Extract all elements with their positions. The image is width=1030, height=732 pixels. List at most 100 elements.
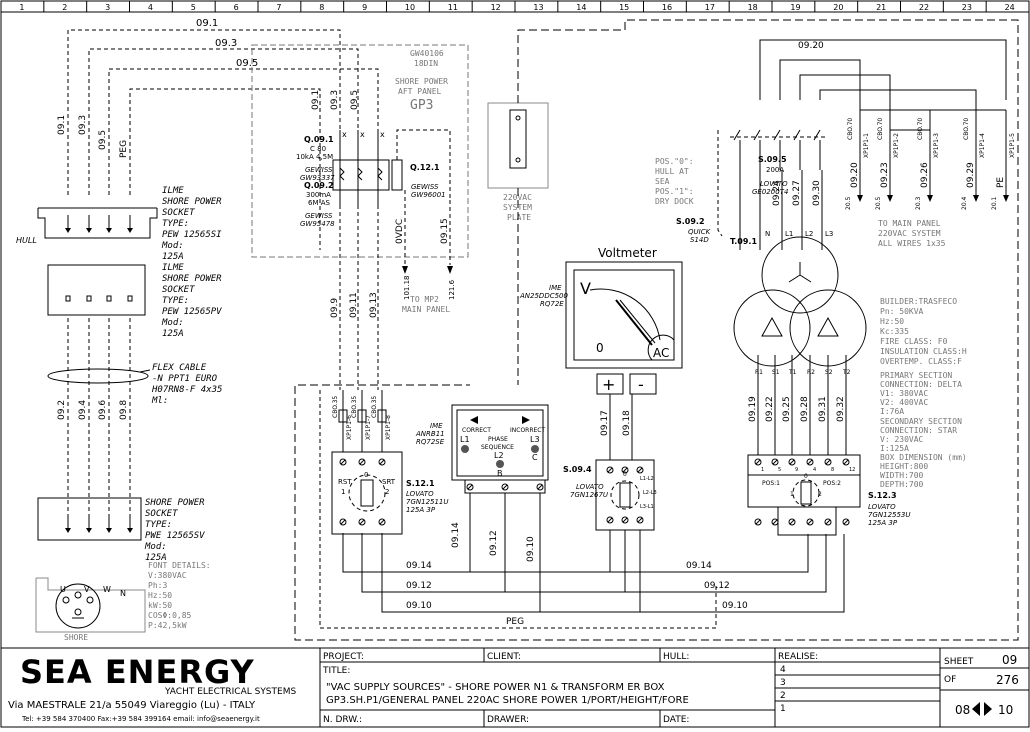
- company-contact: Tel: +39 584 370400 Fax:+39 584 399164 e…: [21, 715, 260, 723]
- terminal-screw: [788, 458, 796, 466]
- wire-label-09-17: 09.17: [600, 410, 610, 436]
- grid-col-11: 11: [448, 3, 458, 12]
- s121-brand: LOVATO: [406, 490, 434, 498]
- position-text: DRY DOCK: [655, 197, 694, 206]
- terminal-slot: [607, 467, 613, 473]
- voltmeter-scale: [589, 288, 661, 341]
- phase-led-l2: [496, 460, 504, 468]
- terminal-slot: [622, 517, 628, 523]
- tr-term: T2: [842, 369, 851, 376]
- s121-pos-1: 1: [341, 488, 345, 496]
- tr-sec-label: 09.22: [765, 396, 775, 422]
- tb-rev-1-label: 1: [780, 704, 786, 714]
- s121-pos-0: 0: [364, 471, 368, 479]
- q121-tag: Q.12.1: [410, 163, 440, 172]
- t091-tag: T.09.1: [730, 237, 757, 246]
- title-block: SEA ENERGY YACHT ELECTRICAL SYSTEMS Via …: [1, 647, 1029, 727]
- socket-pin-arrow: [106, 528, 112, 533]
- pin-label-u: U: [60, 585, 66, 594]
- text-line: 125A: [162, 329, 184, 339]
- terminal-slot: [825, 459, 831, 465]
- socket-wire-label-3: 09.5: [98, 130, 108, 150]
- system-plate-symbol: [509, 109, 527, 169]
- grid-col-20: 20: [833, 3, 843, 12]
- wire-09-5: [108, 68, 379, 195]
- gewiss-1-brand: GEWISS: [305, 166, 333, 174]
- wire-label-09-11: 09.11: [349, 292, 359, 318]
- voltmeter-plus: +: [602, 375, 615, 394]
- shore-socket-section: 09.1 09.3 09.5 09.1 09.3 09.5 PEG HULL I…: [16, 18, 379, 642]
- spec-builder: INSULATION CLASS:H: [880, 347, 967, 356]
- gewiss-2-brand: GEWISS: [305, 212, 333, 220]
- tr-sec-label: 09.25: [782, 396, 792, 422]
- terminal-slot: [379, 519, 385, 525]
- next-sheet-icon[interactable]: [984, 702, 992, 716]
- s123-pos1: POS:1: [762, 480, 780, 487]
- phase-title: PHASE: [488, 436, 508, 443]
- tb-next[interactable]: 10: [998, 703, 1013, 717]
- to-main-arrow: [887, 195, 893, 202]
- terminal-label: 8: [831, 467, 834, 473]
- pin-n: [74, 608, 82, 616]
- gewiss-2-model: GW95478: [300, 220, 335, 228]
- company-address: Via MAESTRALE 21/a 55049 Viareggio (Lu) …: [8, 700, 256, 711]
- phase-incorrect-arrow: [522, 416, 530, 424]
- wire-label-09-13: 09.13: [369, 292, 379, 318]
- terminal-slot: [467, 484, 473, 490]
- pin-label-n: N: [120, 589, 126, 598]
- phase-l1: L1: [785, 230, 793, 238]
- breaker-x: x: [342, 130, 347, 139]
- to-mp2-2: MAIN PANEL: [402, 305, 450, 314]
- grid-col-9: 9: [362, 3, 367, 12]
- tr-term: S2: [825, 369, 833, 376]
- socket-pin-arrow: [86, 228, 92, 233]
- grid-col-24: 24: [1005, 3, 1015, 12]
- grid-col-6: 6: [234, 3, 239, 12]
- socket-1-pins: [65, 215, 133, 233]
- s094-terminals: [606, 466, 644, 524]
- phase-sequence-section: CORRECT INCORRECT L1 L3 PHASE SEQUENCE L…: [415, 404, 549, 494]
- pin-v: [74, 591, 82, 599]
- prev-sheet-icon[interactable]: [972, 702, 980, 716]
- gewiss-3-brand: GEWISS: [411, 183, 439, 191]
- phase-led-l3: [531, 445, 539, 453]
- arrow-101: [402, 266, 408, 274]
- bus-r-label-09-14: 09.14: [686, 561, 712, 571]
- s121-rst: RST: [338, 478, 352, 486]
- text-line: Hz:50: [148, 591, 172, 600]
- phase-correct: CORRECT: [462, 427, 491, 434]
- terminal-slot: [607, 517, 613, 523]
- text-line: PEW 12565SI: [162, 230, 222, 240]
- terminal-screw: [339, 458, 347, 466]
- phase-ime-1: IME: [430, 422, 443, 430]
- voltmeter-ime-3: RQ72E: [540, 300, 564, 308]
- text-line: SHORE POWER: [145, 498, 205, 508]
- text-line: V:380VAC: [148, 571, 187, 580]
- grid-col-18: 18: [748, 3, 758, 12]
- voltmeter-needle: [615, 299, 653, 346]
- grid-col-12: 12: [491, 3, 501, 12]
- plate-hole-1: [515, 115, 521, 121]
- phase-terminals: [466, 483, 544, 491]
- breaker-curve: [339, 167, 345, 181]
- terminal-slot: [843, 519, 849, 525]
- to-main-arrow: [927, 195, 933, 202]
- s094-brand: LOVATO: [576, 483, 604, 491]
- s094-switch-section: 0 L1-L2 L2-L3 L3-L1 S.09.4 LOVATO 7GN126…: [563, 459, 657, 531]
- text-line: ILME: [162, 263, 184, 273]
- gp3-din: 18DIN: [414, 59, 438, 68]
- socket-pin-arrow: [127, 528, 133, 533]
- tb-prev[interactable]: 08: [955, 703, 970, 717]
- s092-type: QUICK: [688, 228, 712, 236]
- voltmeter-minus: -: [638, 375, 644, 394]
- s123-terminal-block: [747, 454, 861, 476]
- terminal-slot: [772, 459, 778, 465]
- terminal-screw: [771, 518, 779, 526]
- gp3-code: GW40106: [410, 49, 444, 58]
